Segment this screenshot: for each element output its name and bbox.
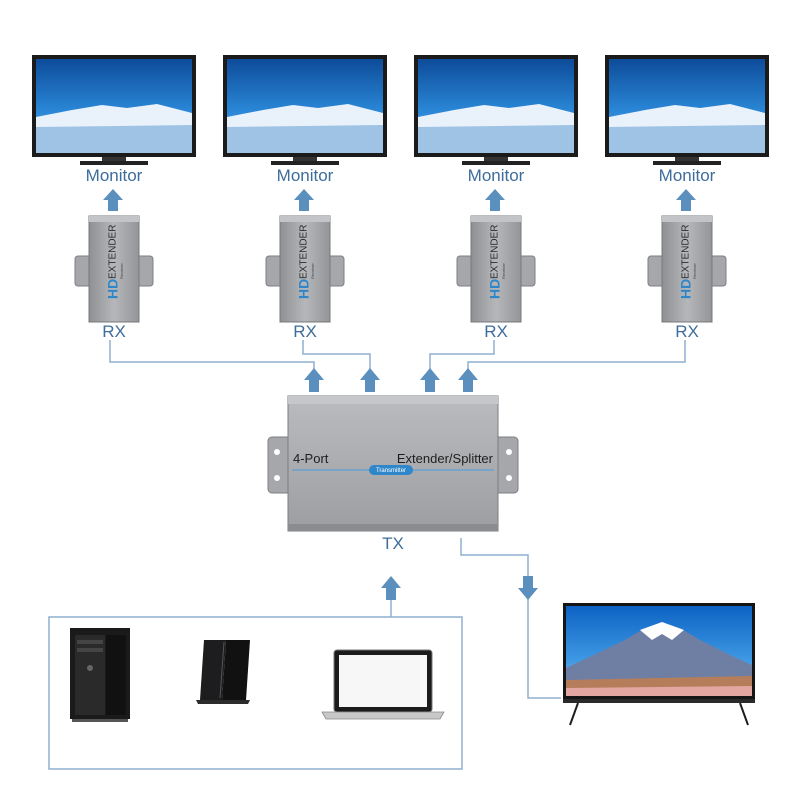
rx-brand-word: EXTENDER — [681, 225, 692, 279]
monitor-label-2: Monitor — [276, 166, 334, 185]
television — [563, 603, 755, 726]
rx-label-1: RX — [102, 322, 126, 341]
receiver-unit-2 — [265, 215, 345, 323]
rx-label-2: RX — [293, 322, 317, 341]
game-console-icon — [196, 640, 250, 704]
sources-link — [381, 576, 401, 617]
desktop-tower-icon — [70, 628, 130, 722]
receiver-unit-4 — [647, 215, 727, 323]
arrow-up-icon — [420, 368, 440, 392]
rx-sub-word: Receiver — [310, 263, 315, 279]
rx-connection-lines — [109, 340, 686, 378]
transmitter-text-left: 4-Port — [293, 451, 329, 466]
arrow-up-icon — [304, 368, 324, 392]
rx-brand-mark: HD — [678, 279, 694, 299]
rx-to-monitor-arrows — [103, 189, 696, 211]
rx-branding-2: HD EXTENDER Receiver — [296, 225, 315, 299]
arrow-up-icon — [360, 368, 380, 392]
rx-sub-word: Receiver — [692, 263, 697, 279]
rx-brand-word: EXTENDER — [490, 225, 501, 279]
arrow-up-icon — [294, 189, 314, 211]
tv-link — [460, 538, 561, 699]
rx-brand-mark: HD — [487, 279, 503, 299]
transmitter-text-right: Extender/Splitter — [397, 451, 494, 466]
arrow-up-icon — [676, 189, 696, 211]
arrow-up-icon — [103, 189, 123, 211]
rx-branding-1: HD EXTENDER Receiver — [105, 225, 124, 299]
receiver-unit-1 — [74, 215, 154, 323]
monitor-2 — [223, 55, 387, 165]
rx-brand-mark: HD — [296, 279, 312, 299]
receiver-unit-3 — [456, 215, 536, 323]
transmitter-unit — [267, 395, 519, 532]
rx-branding-3: HD EXTENDER Receiver — [487, 225, 506, 299]
connector-line — [429, 340, 495, 378]
rx-label-4: RX — [675, 322, 699, 341]
connector-line — [467, 340, 686, 378]
monitor-3 — [414, 55, 578, 165]
arrow-up-icon — [458, 368, 478, 392]
laptop-icon — [321, 649, 445, 720]
transmitter-badge-label: Transmitter — [376, 468, 406, 474]
monitor-label-4: Monitor — [658, 166, 716, 185]
monitor-label-3: Monitor — [467, 166, 525, 185]
rx-sub-word: Receiver — [501, 263, 506, 279]
monitor-4 — [605, 55, 769, 165]
arrow-down-icon — [518, 576, 538, 600]
rx-label-3: RX — [484, 322, 508, 341]
transmitter-badge — [369, 465, 413, 475]
connector-line — [302, 340, 371, 378]
rx-brand-word: EXTENDER — [299, 225, 310, 279]
tx-to-rx-arrows — [304, 368, 478, 392]
tx-label: TX — [382, 534, 404, 553]
monitor-label-1: Monitor — [85, 166, 143, 185]
rx-sub-word: Receiver — [119, 263, 124, 279]
connector-line — [109, 340, 315, 378]
rx-branding-4: HD EXTENDER Receiver — [678, 225, 697, 299]
sources-frame — [48, 616, 463, 770]
arrow-up-icon — [485, 189, 505, 211]
arrow-up-icon — [381, 576, 401, 600]
rx-brand-mark: HD — [105, 279, 121, 299]
rx-brand-word: EXTENDER — [108, 225, 119, 279]
monitor-1 — [32, 55, 196, 165]
